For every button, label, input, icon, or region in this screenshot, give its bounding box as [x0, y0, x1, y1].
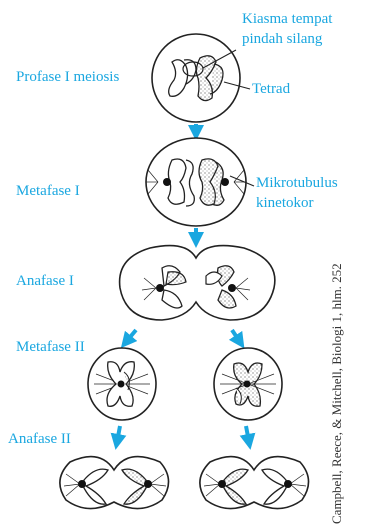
- label-metafase1: Metafase I: [16, 182, 80, 200]
- label-tetrad: Tetrad: [252, 80, 290, 98]
- arrow-anaphase1-to-metaphase2-right: [232, 330, 240, 342]
- credit-caption: Campbell, Reece, & Mitchell, Biologi 1, …: [327, 246, 347, 524]
- arrow-metaphase2-to-anaphase2-left: [117, 426, 120, 442]
- metaphase2-left-cell: [88, 348, 156, 420]
- label-profase: Profase I meiosis: [16, 68, 119, 86]
- label-kiasma-line2: pindah silang: [242, 30, 322, 48]
- anaphase2-right-cell: [200, 457, 309, 509]
- metaphase2-right-cell: [214, 348, 282, 420]
- anaphase1-cell: [120, 246, 275, 320]
- arrow-anaphase1-to-metaphase2-left: [126, 330, 136, 342]
- label-mikrotubulus-line2: kinetokor: [256, 194, 314, 212]
- anaphase2-left-cell: [60, 457, 169, 509]
- credit-text: Campbell, Reece, & Mitchell, Biologi 1, …: [327, 263, 347, 524]
- label-anafase2: Anafase II: [8, 430, 71, 448]
- label-metafase2: Metafase II: [16, 338, 85, 356]
- label-anafase1: Anafase I: [16, 272, 74, 290]
- label-mikrotubulus-line1: Mikrotubulus: [256, 174, 338, 192]
- prophase-cell: [152, 34, 240, 122]
- label-kiasma-line1: Kiasma tempat: [242, 10, 332, 28]
- arrow-metaphase2-to-anaphase2-right: [246, 426, 249, 442]
- metaphase1-cell: [146, 138, 246, 226]
